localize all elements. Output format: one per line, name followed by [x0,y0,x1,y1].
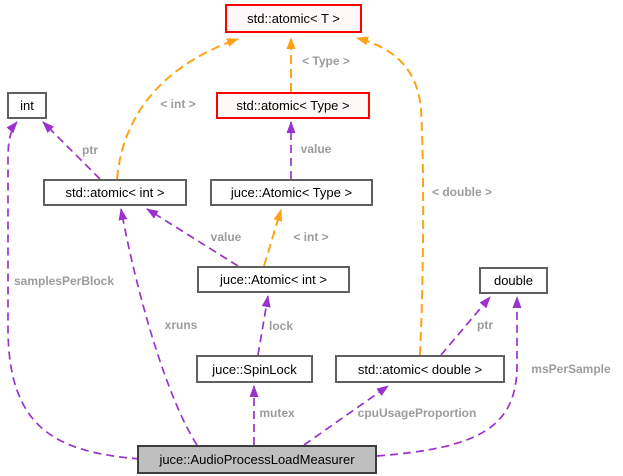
edge-template-int-left [116,38,239,180]
edge-label-value-int: value [210,230,242,244]
edge-lock [257,295,271,356]
edge-value-int [146,208,239,267]
edge-template-int-mid [263,209,283,267]
node-juce-atomic-int[interactable]: juce::Atomic< int > [197,266,350,293]
node-juce-atomic-type[interactable]: juce::Atomic< Type > [210,179,373,206]
edge-label-mspersample: msPerSample [531,362,611,376]
edge-samplesPerBlock [6,121,141,460]
edge-cpuUsageProportion [303,385,389,446]
node-juce-spinlock[interactable]: juce::SpinLock [196,355,313,383]
edge-label-template-double: < double > [431,185,493,199]
edge-xruns [118,208,198,446]
node-int[interactable]: int [7,92,47,119]
edge-label-value-type: value [300,142,332,156]
edge-label-cpuusageproportion: cpuUsageProportion [357,406,477,420]
edge-label-template-int-left: < int > [160,97,196,111]
edge-label-lock: lock [268,319,294,333]
edge-template-double [356,36,425,356]
edge-label-mutex: mutex [259,406,295,420]
node-std-atomic-int[interactable]: std::atomic< int > [43,179,187,206]
node-std-atomic-type[interactable]: std::atomic< Type > [216,92,370,119]
edge-label-samplesperblock: samplesPerBlock [13,274,115,288]
edge-msPerSample [376,296,522,457]
edge-label-xruns: xruns [164,318,198,332]
node-double[interactable]: double [479,267,548,294]
edge-label-ptr-double: ptr [477,318,493,332]
node-juce-audioprocessloadmeasurer[interactable]: juce::AudioProcessLoadMeasurer [137,445,377,474]
node-std-atomic-t[interactable]: std::atomic< T > [225,4,362,33]
edge-label-ptr-int: ptr [82,143,98,157]
edge-label-template-int-mid: < int > [293,230,329,244]
edge-ptr-int [42,121,101,180]
edge-label-template-type: < Type > [302,54,350,68]
node-std-atomic-double[interactable]: std::atomic< double > [335,355,505,383]
